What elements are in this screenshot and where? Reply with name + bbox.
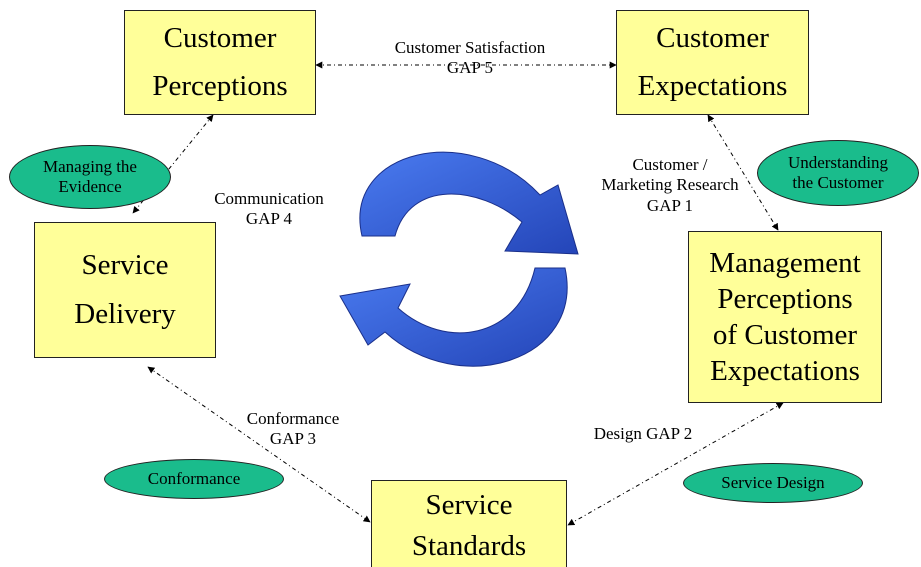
ellipse-understanding-customer: Understanding the Customer — [757, 140, 919, 206]
box-customer-perceptions: Customer Perceptions — [124, 10, 316, 115]
box-customer-expectations: Customer Expectations — [616, 10, 809, 115]
box-management-perceptions: Management Perceptions of Customer Expec… — [688, 231, 882, 403]
ellipse-managing-line2: Evidence — [58, 177, 122, 196]
box-service-standards-line1: Service — [425, 489, 513, 521]
gap1-label: Customer / Marketing Research GAP 1 — [589, 155, 751, 216]
gap3-line1: Conformance — [246, 409, 340, 428]
ellipse-managing-evidence: Managing the Evidence — [9, 145, 171, 209]
box-management-line2: Perceptions — [717, 282, 853, 315]
cycle-arrow-top — [359, 151, 579, 255]
gap4-label: Communication GAP 4 — [192, 189, 346, 230]
box-service-delivery-line2: Delivery — [74, 298, 176, 330]
box-customer-perceptions-line2: Perceptions — [152, 69, 288, 102]
ellipse-conformance-line1: Conformance — [147, 468, 241, 488]
ellipse-understanding-line1: Understanding — [787, 152, 889, 172]
ellipse-service-design: Service Design — [683, 463, 863, 503]
ellipse-managing-line1: Managing the — [43, 156, 137, 176]
box-service-standards: Service Standards — [371, 480, 567, 567]
gap1-line1: Customer / — [632, 155, 708, 174]
ellipse-service-design-line1: Service Design — [721, 472, 825, 492]
box-customer-perceptions-line1: Customer — [163, 22, 277, 55]
ellipse-understanding-line2: the Customer — [792, 173, 884, 192]
gap4-line1: Communication — [214, 189, 324, 208]
box-customer-expectations-line2: Expectations — [637, 69, 788, 102]
cycle-arrows-icon — [339, 151, 579, 367]
gap5-line1: Customer Satisfaction — [394, 38, 546, 57]
gap5-line2: GAP 5 — [446, 58, 494, 78]
gap3-connector — [147, 366, 371, 523]
box-service-standards-line2: Standards — [411, 530, 527, 563]
gap3-label: Conformance GAP 3 — [225, 409, 361, 450]
box-service-delivery-line1: Service — [81, 248, 169, 281]
box-management-line1: Management — [709, 246, 861, 279]
gap1-connector — [707, 114, 779, 231]
box-management-line3: of Customer — [712, 319, 858, 351]
gap2-connector — [567, 402, 784, 526]
cycle-arrow-bottom — [339, 267, 568, 367]
gap5-label: Customer Satisfaction GAP 5 — [372, 38, 568, 79]
ellipse-conformance: Conformance — [104, 459, 284, 499]
gap2-label: Design GAP 2 — [576, 424, 710, 444]
gap2-line1: Design GAP 2 — [593, 424, 693, 443]
gap4-line2: GAP 4 — [245, 209, 293, 229]
gap1-line3: GAP 1 — [646, 195, 694, 215]
box-management-line4: Expectations — [710, 355, 860, 388]
box-service-delivery: Service Delivery — [34, 222, 216, 358]
box-customer-expectations-line1: Customer — [656, 22, 769, 55]
gap3-line2: GAP 3 — [269, 429, 317, 449]
gap1-line2: Marketing Research — [601, 175, 739, 195]
